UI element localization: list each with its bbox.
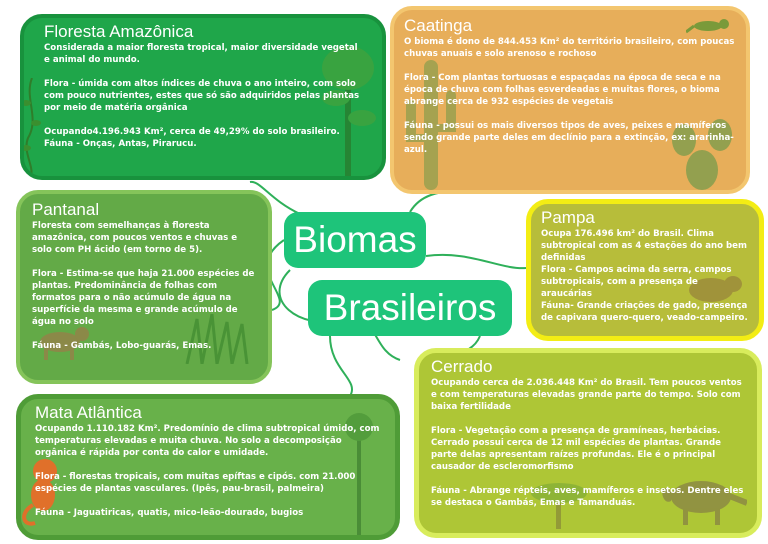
biome-description: Floresta com semelhanças à floresta amaz…: [32, 220, 255, 351]
biome-description: Considerada a maior floresta tropical, m…: [44, 42, 360, 149]
card-mata-atlantica: Mata Atlântica Ocupando 1.110.182 Km². P…: [16, 394, 400, 540]
biome-description: Ocupando cerca de 2.036.448 Km² do Brasi…: [431, 377, 744, 508]
card-floresta-amazonica: Floresta Amazônica Considerada a maior f…: [20, 14, 386, 180]
card-pantanal: Pantanal Floresta com semelhanças à flor…: [16, 190, 272, 384]
vine-plant-icon: [24, 78, 41, 176]
biome-title: Mata Atlântica: [35, 403, 142, 422]
main-title-line-2: Brasileiros: [308, 280, 512, 336]
connector-pantanal: [266, 239, 285, 311]
biome-title: Cerrado: [431, 357, 493, 376]
card-caatinga: Caatinga O bioma é dono de 844.453 Km² d…: [390, 6, 750, 194]
connector-pampa: [425, 253, 527, 270]
biome-description: O bioma é dono de 844.453 Km² do territó…: [404, 36, 735, 155]
connector-mata: [329, 335, 353, 397]
biome-description: Ocupa 176.496 km² do Brasil. Clima subtr…: [541, 228, 748, 323]
main-title-line-1: Biomas: [284, 212, 426, 268]
connector-caatinga: [409, 190, 461, 213]
biome-title: Caatinga: [404, 16, 473, 35]
card-cerrado: Cerrado Ocupando cerca de 2.036.448 Km² …: [414, 348, 762, 538]
card-pampa: Pampa Ocupa 176.496 km² do Brasil. Clima…: [526, 199, 764, 341]
biome-title: Floresta Amazônica: [44, 22, 194, 41]
biome-description: Ocupando 1.110.182 Km². Predomínio de cl…: [35, 423, 380, 518]
biome-title: Pampa: [541, 208, 595, 227]
connector-amazonia: [249, 180, 301, 215]
biome-title: Pantanal: [32, 200, 100, 219]
